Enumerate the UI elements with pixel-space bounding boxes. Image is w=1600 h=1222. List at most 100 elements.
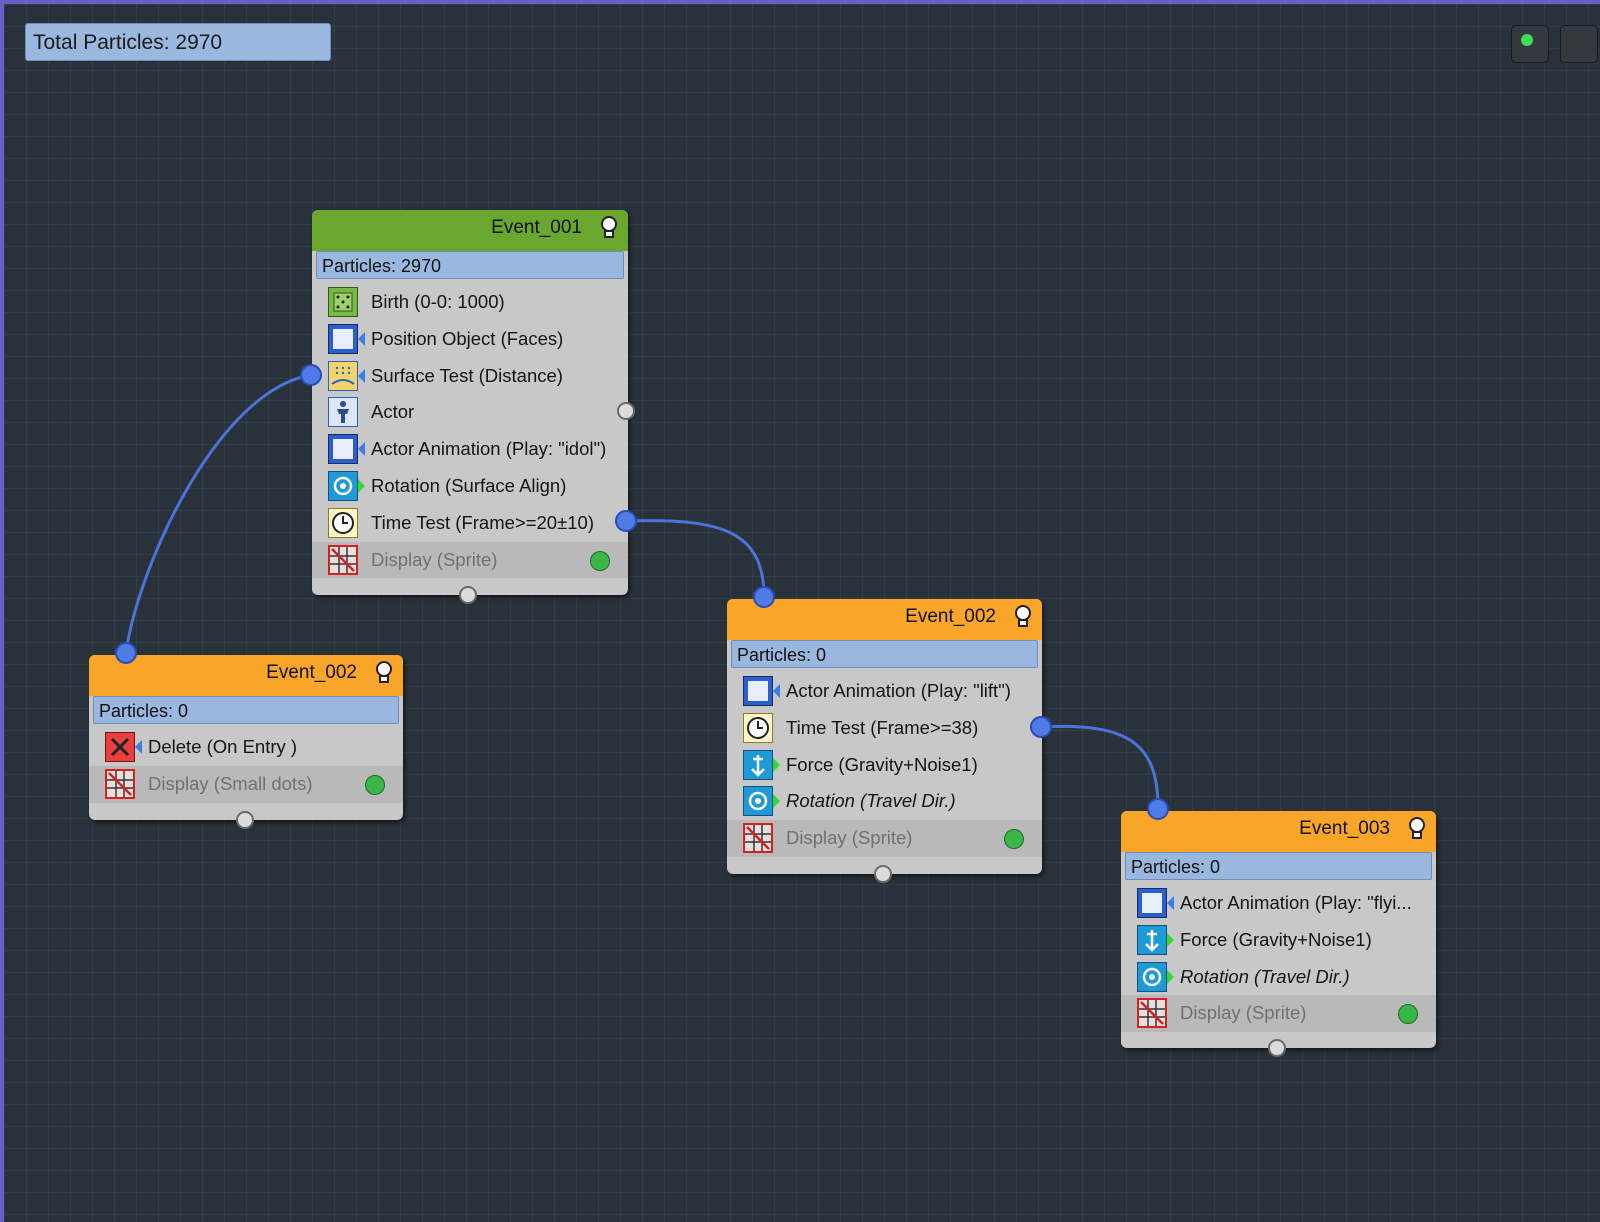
event-title: Event_002 bbox=[266, 662, 357, 683]
arrow-right-icon bbox=[358, 478, 365, 493]
operator-label: Delete (On Entry ) bbox=[148, 736, 298, 757]
operator-rotation[interactable]: Rotation (Surface Align) bbox=[312, 468, 628, 505]
particle-count: Particles: 2970 bbox=[316, 251, 624, 279]
actor-animation-icon bbox=[328, 434, 358, 465]
operator-time-test[interactable]: Time Test (Frame>=20±10) bbox=[312, 505, 628, 542]
clock-icon bbox=[743, 712, 773, 743]
operator-rotation[interactable]: Rotation (Travel Dir.) bbox=[1121, 959, 1436, 996]
actor-animation-icon bbox=[1137, 888, 1167, 918]
lightbulb-icon[interactable] bbox=[598, 215, 620, 241]
lightbulb-icon[interactable] bbox=[1406, 816, 1428, 842]
arrow-right-icon bbox=[773, 757, 780, 772]
time-test-output-port[interactable] bbox=[1030, 716, 1052, 738]
event-header[interactable]: Event_003 bbox=[1121, 811, 1436, 852]
operator-label: Rotation (Surface Align) bbox=[371, 474, 567, 496]
display-color-swatch[interactable] bbox=[365, 774, 385, 795]
display-color-swatch[interactable] bbox=[1004, 829, 1024, 850]
rotation-icon bbox=[1137, 961, 1167, 992]
arrow-right-icon bbox=[773, 794, 780, 809]
operator-label: Birth (0-0: 1000) bbox=[371, 291, 505, 312]
operator-label: Rotation (Travel Dir.) bbox=[1180, 965, 1350, 987]
operator-label: Force (Gravity+Noise1) bbox=[1180, 928, 1372, 950]
arrow-right-icon bbox=[1167, 969, 1174, 984]
event-node-event-002-delete[interactable]: Event_002 Particles: 0 Delete (On Entry … bbox=[89, 655, 403, 820]
event-003-input-port[interactable] bbox=[1147, 798, 1169, 820]
operator-birth[interactable]: Birth (0-0: 1000) bbox=[312, 284, 628, 321]
operator-label: Surface Test (Distance) bbox=[371, 364, 563, 386]
operator-label: Display (Sprite) bbox=[371, 548, 498, 570]
event-003-output-port[interactable] bbox=[1268, 1039, 1286, 1057]
operator-label: Display (Small dots) bbox=[148, 772, 313, 794]
operator-label: Display (Sprite) bbox=[786, 827, 913, 849]
operator-actor-animation[interactable]: Actor Animation (Play: "lift") bbox=[727, 673, 1042, 710]
particle-count: Particles: 0 bbox=[731, 640, 1038, 668]
operator-actor[interactable]: Actor bbox=[312, 394, 628, 431]
event-header[interactable]: Event_001 bbox=[312, 210, 628, 251]
event-node-event-003[interactable]: Event_003 Particles: 0 Actor Animation (… bbox=[1121, 811, 1436, 1048]
arrow-left-icon bbox=[135, 740, 142, 754]
operator-display[interactable]: Display (Sprite) bbox=[727, 820, 1042, 857]
display-icon bbox=[328, 544, 358, 575]
operator-display[interactable]: Display (Sprite) bbox=[1121, 995, 1436, 1033]
rotation-icon bbox=[743, 786, 773, 817]
event-node-event-002-lift[interactable]: Event_002 Particles: 0 Actor Animation (… bbox=[727, 599, 1042, 874]
event-002-lift-output-port[interactable] bbox=[874, 865, 892, 883]
operator-label: Time Test (Frame>=20±10) bbox=[371, 511, 594, 533]
operator-display[interactable]: Display (Small dots) bbox=[89, 765, 403, 803]
event-header[interactable]: Event_002 bbox=[727, 599, 1042, 640]
delete-icon bbox=[105, 732, 135, 762]
actor-output-port[interactable] bbox=[617, 402, 635, 420]
event-002-output-port[interactable] bbox=[236, 811, 254, 829]
lightbulb-icon[interactable] bbox=[1012, 604, 1034, 630]
operator-surface-test[interactable]: Surface Test (Distance) bbox=[312, 358, 628, 395]
arrow-left-icon bbox=[773, 684, 780, 698]
operator-position-object[interactable]: Position Object (Faces) bbox=[312, 321, 628, 358]
clock-icon bbox=[328, 507, 358, 538]
operator-delete[interactable]: Delete (On Entry ) bbox=[89, 729, 403, 766]
rotation-icon bbox=[328, 470, 358, 501]
operator-actor-animation[interactable]: Actor Animation (Play: "idol") bbox=[312, 431, 628, 468]
birth-icon bbox=[328, 287, 358, 317]
operator-label: Actor Animation (Play: "flyi... bbox=[1180, 892, 1412, 913]
event-002-lift-input-port[interactable] bbox=[753, 586, 775, 608]
operator-label: Force (Gravity+Noise1) bbox=[786, 753, 978, 775]
status-light-button[interactable] bbox=[1511, 25, 1549, 63]
display-color-swatch[interactable] bbox=[1398, 1004, 1418, 1025]
operator-force[interactable]: Force (Gravity+Noise1) bbox=[1121, 922, 1436, 959]
event-001-output-port[interactable] bbox=[459, 586, 477, 604]
operator-force[interactable]: Force (Gravity+Noise1) bbox=[727, 747, 1042, 784]
surface-test-output-port[interactable] bbox=[300, 364, 322, 386]
arrow-left-icon bbox=[358, 331, 365, 346]
event-title: Event_001 bbox=[491, 217, 582, 238]
operator-label: Actor Animation (Play: "idol") bbox=[371, 438, 607, 460]
force-icon bbox=[743, 749, 773, 780]
green-light-icon bbox=[1521, 34, 1533, 46]
operator-label: Display (Sprite) bbox=[1180, 1002, 1307, 1024]
total-particles-label: Total Particles: 2970 bbox=[25, 23, 331, 61]
display-icon bbox=[105, 768, 135, 799]
lightbulb-icon[interactable] bbox=[373, 660, 395, 686]
operator-display[interactable]: Display (Sprite) bbox=[312, 541, 628, 579]
actor-icon bbox=[328, 397, 358, 428]
operator-label: Rotation (Travel Dir.) bbox=[786, 790, 956, 812]
arrow-right-icon bbox=[1167, 932, 1174, 947]
event-node-event-001[interactable]: Event_001 Particles: 2970 Birth (0-0: 10… bbox=[312, 210, 628, 595]
position-object-icon bbox=[328, 323, 358, 354]
operator-actor-animation[interactable]: Actor Animation (Play: "flyi... bbox=[1121, 885, 1436, 922]
event-header[interactable]: Event_002 bbox=[89, 655, 403, 696]
particle-count: Particles: 0 bbox=[93, 696, 399, 724]
actor-animation-icon bbox=[743, 676, 773, 706]
force-icon bbox=[1137, 924, 1167, 955]
display-icon bbox=[743, 823, 773, 854]
side-panel-button[interactable] bbox=[1560, 25, 1598, 63]
particle-count: Particles: 0 bbox=[1125, 852, 1432, 880]
event-002-input-port[interactable] bbox=[115, 642, 137, 664]
operator-rotation[interactable]: Rotation (Travel Dir.) bbox=[727, 783, 1042, 820]
operator-time-test[interactable]: Time Test (Frame>=38) bbox=[727, 710, 1042, 747]
event-title: Event_002 bbox=[905, 606, 996, 627]
display-color-swatch[interactable] bbox=[590, 550, 610, 571]
operator-label: Position Object (Faces) bbox=[371, 327, 564, 349]
time-test-output-port[interactable] bbox=[615, 510, 637, 532]
event-title: Event_003 bbox=[1299, 818, 1390, 839]
surface-test-icon bbox=[328, 360, 358, 391]
